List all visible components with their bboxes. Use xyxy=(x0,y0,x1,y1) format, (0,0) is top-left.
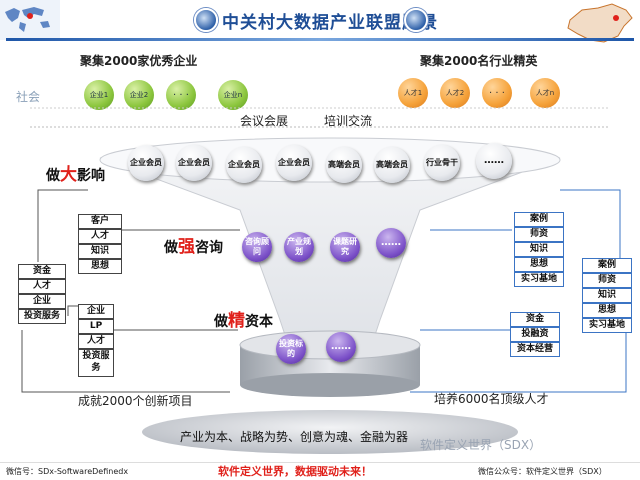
consult-node: 课题研究 xyxy=(330,232,360,262)
left-box-group-0: 资金 人才 企业 投资服务 xyxy=(18,264,66,324)
capital-node: …… xyxy=(326,332,356,362)
box-item: 师资 xyxy=(582,273,632,288)
box-item: 知识 xyxy=(514,242,564,257)
talent-node: 人才n xyxy=(530,78,560,108)
training-label: 培训交流 xyxy=(324,114,373,128)
box-item: 案例 xyxy=(514,212,564,227)
china-map-icon xyxy=(567,3,633,43)
box-item: 案例 xyxy=(582,258,632,273)
member-node: 高端会员 xyxy=(326,147,362,183)
capital-node: 投资标的 xyxy=(276,334,306,364)
box-item: 实习基地 xyxy=(514,272,564,287)
member-node: 企业会员 xyxy=(176,145,212,181)
talent-node: · · · xyxy=(482,78,512,108)
box-item: 知识 xyxy=(582,288,632,303)
member-node: 企业会员 xyxy=(128,145,164,181)
page-title: 中关村大数据产业联盟愿景 xyxy=(222,13,438,33)
box-item: 人才 xyxy=(78,334,114,349)
companies-heading: 聚集2000家优秀企业 xyxy=(80,54,198,68)
box-item: 思想 xyxy=(514,257,564,272)
alliance-logo-icon xyxy=(194,8,218,32)
projects-outcome: 成就2000个创新项目 xyxy=(78,394,193,408)
member-node: …… xyxy=(476,143,512,179)
company-node: 企业n xyxy=(218,80,248,110)
consult-node: 咨询顾问 xyxy=(242,232,272,262)
company-node: 企业2 xyxy=(124,80,154,110)
box-item: 资金 xyxy=(18,264,66,279)
talents-heading: 聚集2000名行业精英 xyxy=(420,54,538,68)
box-item: 资本经营 xyxy=(510,342,560,357)
box-item: 实习基地 xyxy=(582,318,632,333)
consult-node: …… xyxy=(376,228,406,258)
meeting-label: 会议会展 xyxy=(240,114,289,128)
footer-slogan: 软件定义世界，数据驱动未来！ xyxy=(218,465,372,478)
world-map-icon xyxy=(0,0,60,40)
capital-label: 做精资本 xyxy=(214,311,273,331)
box-item: 人才 xyxy=(78,229,122,244)
alliance-logo-icon xyxy=(404,8,428,32)
consult-node: 产业规划 xyxy=(284,232,314,262)
footer-account: 微信公众号：软件定义世界（SDX） xyxy=(478,467,607,476)
right-box-group-a: 案例 师资 知识 思想 实习基地 xyxy=(514,212,564,287)
box-item: LP xyxy=(78,319,114,334)
box-item: 知识 xyxy=(78,244,122,259)
right-box-group-c: 资金 投融资 资本经营 xyxy=(510,312,560,357)
influence-label: 做大影响 xyxy=(46,165,105,185)
box-item: 企业 xyxy=(78,304,114,319)
header-divider xyxy=(6,38,634,41)
footer-wechat-id: 微信号：SDx-SoftwareDefinedx xyxy=(6,467,129,476)
box-item: 人才 xyxy=(18,279,66,294)
member-node: 企业会员 xyxy=(276,145,312,181)
box-item: 客户 xyxy=(78,214,122,229)
company-node: · · · xyxy=(166,80,196,110)
company-node: 企业1 xyxy=(84,80,114,110)
watermark: 软件定义世界（SDX） xyxy=(420,438,542,452)
left-box-group-1: 客户 人才 知识 思想 xyxy=(78,214,122,274)
box-item: 企业 xyxy=(18,294,66,309)
talent-node: 人才2 xyxy=(440,78,470,108)
society-label: 社会 xyxy=(16,90,41,104)
member-node: 行业骨干 xyxy=(424,145,460,181)
box-item: 投资服务 xyxy=(78,349,114,377)
right-box-group-b: 案例 师资 知识 思想 实习基地 xyxy=(582,258,632,333)
box-item: 资金 xyxy=(510,312,560,327)
talent-outcome: 培养6000名顶级人才 xyxy=(434,392,549,406)
box-item: 投融资 xyxy=(510,327,560,342)
box-item: 思想 xyxy=(582,303,632,318)
left-box-group-2: 企业 LP 人才 投资服务 xyxy=(78,304,114,377)
box-item: 师资 xyxy=(514,227,564,242)
member-node: 企业会员 xyxy=(226,147,262,183)
base-slogan: 产业为本、战略为势、创意为魂、金融为器 xyxy=(180,430,409,444)
footer-bar xyxy=(0,462,640,480)
talent-node: 人才1 xyxy=(398,78,428,108)
member-node: 高端会员 xyxy=(374,147,410,183)
box-item: 思想 xyxy=(78,259,122,274)
consult-label: 做强咨询 xyxy=(164,237,223,257)
box-item: 投资服务 xyxy=(18,309,66,324)
